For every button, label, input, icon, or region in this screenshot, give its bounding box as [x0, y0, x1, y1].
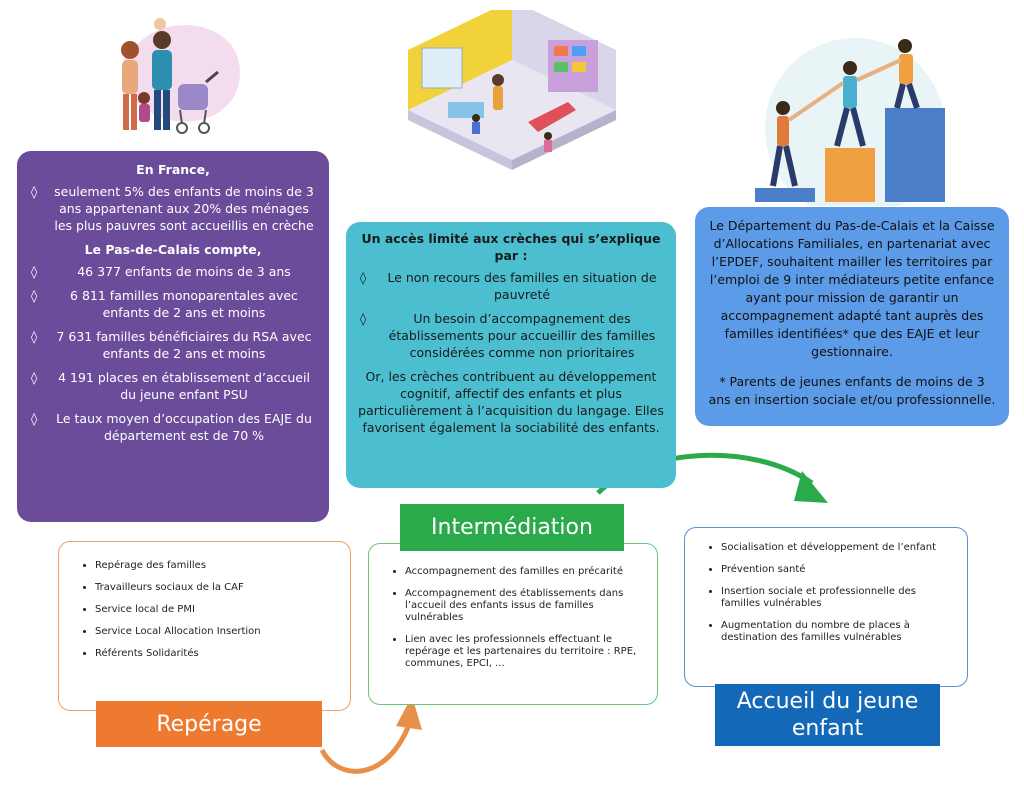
- list-item: 4 191 places en établissement d’accueil …: [31, 369, 315, 403]
- access-list: Le non recours des familles en situation…: [358, 269, 664, 361]
- france-heading: En France,: [136, 162, 210, 177]
- family-illustration: [121, 18, 240, 134]
- list-item: Socialisation et développement de l’enfa…: [721, 542, 957, 554]
- partnership-box: Le Département du Pas-de-Calais et la Ca…: [695, 207, 1009, 426]
- list-item: Prévention santé: [721, 564, 957, 576]
- accueil-panel: Socialisation et développement de l’enfa…: [684, 527, 968, 687]
- list-item: Service Local Allocation Insertion: [95, 626, 340, 638]
- list-item: 46 377 enfants de moins de 3 ans: [31, 263, 315, 280]
- intermediation-label: Intermédiation: [400, 504, 624, 551]
- accueil-label: Accueil du jeune enfant: [715, 684, 940, 746]
- partnership-footnote: * Parents de jeunes enfants de moins de …: [708, 374, 996, 407]
- reperage-label: Repérage: [96, 701, 322, 747]
- france-list: seulement 5% des enfants de moins de 3 a…: [31, 183, 315, 234]
- list-item: Augmentation du nombre de places à desti…: [721, 620, 957, 644]
- list-item: seulement 5% des enfants de moins de 3 a…: [31, 183, 315, 234]
- list-item: 6 811 familles monoparentales avec enfan…: [31, 287, 315, 321]
- intermediation-list: Accompagnement des familles en précarité…: [383, 566, 647, 670]
- list-item: Lien avec les professionnels effectuant …: [405, 634, 647, 670]
- accueil-label-line2: enfant: [791, 716, 864, 741]
- reperage-list: Repérage des familles Travailleurs socia…: [73, 560, 340, 660]
- list-item: Travailleurs sociaux de la CAF: [95, 582, 340, 594]
- access-box: Un accès limité aux crèches qui s’expliq…: [346, 222, 676, 488]
- list-item: Le non recours des familles en situation…: [358, 269, 664, 303]
- pdc-heading: Le Pas-de-Calais compte,: [84, 242, 262, 257]
- list-item: Repérage des familles: [95, 560, 340, 572]
- access-paragraph: Or, les crèches contribuent au développe…: [358, 369, 664, 435]
- list-item: Un besoin d’accompagnement des établisse…: [358, 310, 664, 361]
- accueil-list: Socialisation et développement de l’enfa…: [699, 542, 957, 644]
- intermediation-panel: Accompagnement des familles en précarité…: [368, 543, 658, 705]
- list-item: Insertion sociale et professionnelle des…: [721, 586, 957, 610]
- list-item: Accompagnement des familles en précarité: [405, 566, 647, 578]
- list-item: Accompagnement des établissements dans l…: [405, 588, 647, 624]
- teamwork-illustration: [755, 38, 945, 206]
- reperage-panel: Repérage des familles Travailleurs socia…: [58, 541, 351, 711]
- arrow-to-intermediation: [319, 696, 422, 774]
- pdc-list: 46 377 enfants de moins de 3 ans 6 811 f…: [31, 263, 315, 444]
- accueil-label-line1: Accueil du jeune: [736, 689, 919, 714]
- list-item: 7 631 familles bénéficiaires du RSA avec…: [31, 328, 315, 362]
- partnership-paragraph: Le Département du Pas-de-Calais et la Ca…: [709, 218, 995, 359]
- nursery-illustration: [408, 10, 616, 170]
- stats-box: En France, seulement 5% des enfants de m…: [17, 151, 329, 522]
- list-item: Service local de PMI: [95, 604, 340, 616]
- list-item: Référents Solidarités: [95, 648, 340, 660]
- list-item: Le taux moyen d’occupation des EAJE du d…: [31, 410, 315, 444]
- access-heading: Un accès limité aux crèches qui s’expliq…: [361, 231, 661, 263]
